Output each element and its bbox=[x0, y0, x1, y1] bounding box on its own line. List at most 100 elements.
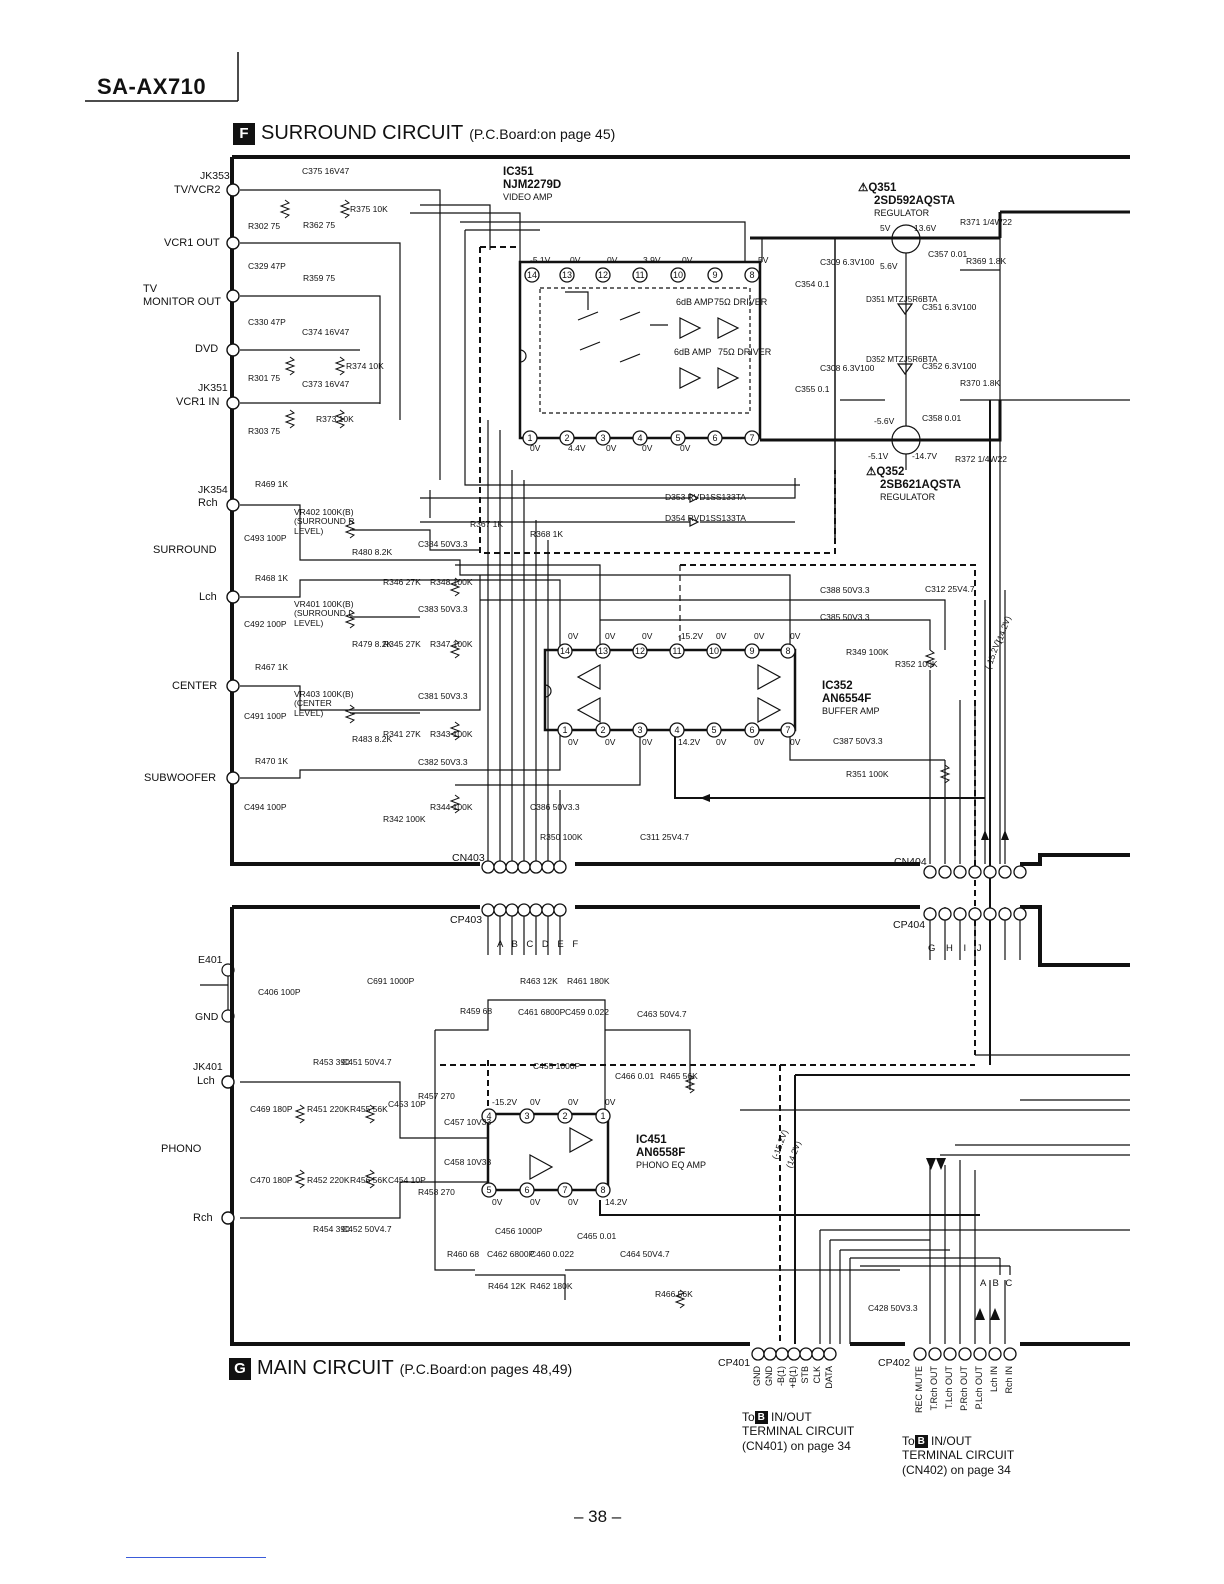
comp-c455: C455 1000P bbox=[533, 1061, 581, 1071]
cp402-pin-3: T.Lch OUT bbox=[944, 1366, 954, 1410]
label-e401: E401 bbox=[198, 954, 223, 966]
cp401-pin-4: +B(1) bbox=[788, 1366, 798, 1389]
comp-r367: R367 1K bbox=[470, 519, 504, 529]
svg-text:3: 3 bbox=[524, 1111, 529, 1121]
svg-text:11: 11 bbox=[672, 646, 681, 656]
svg-text:10: 10 bbox=[709, 646, 719, 656]
v-ic351-3: 0V bbox=[606, 443, 617, 453]
v-ic352-8: 0V bbox=[790, 631, 801, 641]
svg-text:6: 6 bbox=[749, 725, 754, 735]
comp-c451: C451 50V4.7 bbox=[342, 1057, 392, 1067]
svg-text:11: 11 bbox=[635, 270, 644, 280]
label-phono: PHONO bbox=[161, 1143, 202, 1155]
q352-label: ⚠Q352 2SB621AQSTA REGULATOR bbox=[866, 466, 961, 503]
comp-r350: R350 100K bbox=[540, 832, 583, 842]
comp-c461: C461 6800P bbox=[518, 1007, 566, 1017]
comp-c458: C458 10V33 bbox=[444, 1157, 492, 1167]
svg-text:3: 3 bbox=[600, 433, 605, 443]
comp-c691: C691 1000P bbox=[367, 976, 415, 986]
svg-text:8: 8 bbox=[749, 270, 754, 280]
model-number: SA-AX710 bbox=[97, 74, 207, 99]
comp-d351: D351 MTZJ5R6BTA bbox=[866, 295, 938, 304]
page-number: – 38 – bbox=[574, 1507, 622, 1526]
comp-c381: C381 50V3.3 bbox=[418, 691, 468, 701]
label-dvd: DVD bbox=[195, 343, 219, 355]
svg-text:10: 10 bbox=[673, 270, 683, 280]
v-ic352-3: 0V bbox=[642, 737, 653, 747]
surround-section-title: F SURROUND CIRCUIT (P.C.Board:on page 45… bbox=[233, 122, 615, 145]
comp-r463: R463 12K bbox=[520, 976, 558, 986]
svg-text:1: 1 bbox=[562, 725, 567, 735]
surround-pcb-ref: (P.C.Board:on page 45) bbox=[469, 125, 616, 142]
label-tv: TV bbox=[143, 283, 158, 295]
ic351-ref: IC351 bbox=[503, 166, 534, 178]
comp-r458: R458 270 bbox=[418, 1187, 455, 1197]
v-ic352-4: 14.2V bbox=[678, 737, 701, 747]
svg-text:12: 12 bbox=[598, 270, 608, 280]
v-ic352-5: 0V bbox=[716, 737, 727, 747]
comp-c493: C493 100P bbox=[244, 533, 287, 543]
label-cp404: CP404 bbox=[893, 919, 926, 931]
cp402-pin-4: P.Rch OUT bbox=[959, 1366, 969, 1411]
svg-text:9: 9 bbox=[749, 646, 754, 656]
v-ic351-4: 0V bbox=[642, 443, 653, 453]
v-ic451-1: 0V bbox=[605, 1097, 616, 1107]
svg-text:2: 2 bbox=[562, 1111, 567, 1121]
v-ic351-10: 0V bbox=[682, 255, 693, 265]
comp-r342: R342 100K bbox=[383, 814, 426, 824]
note1-line1: IN/OUT bbox=[771, 1410, 812, 1424]
v-ic351-8: 5V bbox=[758, 255, 769, 265]
section-badge-f: F bbox=[233, 122, 255, 145]
comp-r371: R371 1/4W22 bbox=[960, 217, 1012, 227]
svg-text:5: 5 bbox=[675, 433, 680, 443]
comp-c357: C357 0.01 bbox=[928, 249, 968, 259]
ic351-driver1: 75Ω DRIVER bbox=[714, 297, 768, 307]
v-ic352-2: 0V bbox=[605, 737, 616, 747]
label-tv-vcr2: TV/VCR2 bbox=[174, 184, 221, 196]
v-ic351-5: 0V bbox=[680, 443, 691, 453]
cp402-pin-2: T.Rch OUT bbox=[929, 1366, 939, 1411]
v-ic451-8: 14.2V bbox=[605, 1197, 628, 1207]
comp-vr401: VR401 100K(B) (SURROUND L LEVEL) bbox=[294, 599, 354, 628]
label-jk401: JK401 bbox=[193, 1061, 223, 1073]
comp-r348: R348 100K bbox=[430, 577, 473, 587]
comp-c456: C456 1000P bbox=[495, 1226, 543, 1236]
cp402-pin-1: REC MUTE bbox=[914, 1366, 924, 1413]
comp-c311: C311 25V4.7 bbox=[640, 832, 689, 842]
svg-text:5: 5 bbox=[711, 725, 716, 735]
comp-r370: R370 1.8K bbox=[960, 378, 1001, 388]
comp-r451: R451 220K bbox=[307, 1104, 350, 1114]
label-surround-rch: Rch bbox=[198, 497, 218, 509]
comp-r341: R341 27K bbox=[383, 729, 421, 739]
surround-title: SURROUND CIRCUIT bbox=[261, 122, 464, 144]
comp-c452: C452 50V4.7 bbox=[342, 1224, 392, 1234]
comp-c375: C375 16V47 bbox=[302, 166, 350, 176]
q352-ref: Q352 bbox=[876, 466, 905, 478]
label-jk353: JK353 bbox=[200, 170, 230, 182]
comp-r351: R351 100K bbox=[846, 769, 889, 779]
label-phono-lch: Lch bbox=[197, 1075, 215, 1087]
cp401-pin-2: GND bbox=[764, 1366, 774, 1386]
svg-text:7: 7 bbox=[562, 1185, 567, 1195]
v-q351-base: 5.6V bbox=[880, 261, 898, 271]
comp-r483: R483 8.2K bbox=[352, 734, 393, 744]
v-q351-out: 13.6V bbox=[914, 223, 937, 233]
ic451-part: AN6558F bbox=[636, 1147, 686, 1160]
comp-r462: R462 180K bbox=[530, 1281, 573, 1291]
v-q352-base: -5.6V bbox=[874, 416, 895, 426]
v-ic451-3: 0V bbox=[530, 1097, 541, 1107]
note1-badge: B bbox=[754, 1411, 768, 1425]
comp-c491: C491 100P bbox=[244, 711, 287, 721]
v-ic351-1: 0V bbox=[530, 443, 541, 453]
q351-desc: REGULATOR bbox=[874, 208, 930, 219]
comp-c453: C453 10P bbox=[388, 1099, 426, 1109]
comp-r374: R374 10K bbox=[346, 361, 384, 371]
comp-r460: R460 68 bbox=[447, 1249, 480, 1259]
comp-r467: R467 1K bbox=[255, 662, 289, 672]
svg-text:4: 4 bbox=[486, 1111, 491, 1121]
ic352-desc: BUFFER AMP bbox=[822, 706, 880, 717]
v-ic352-13: 0V bbox=[605, 631, 616, 641]
ic351-amp1: 6dB AMP bbox=[676, 297, 714, 307]
ic451-ref: IC451 bbox=[636, 1134, 667, 1146]
comp-c459: C459 0.022 bbox=[565, 1007, 609, 1017]
